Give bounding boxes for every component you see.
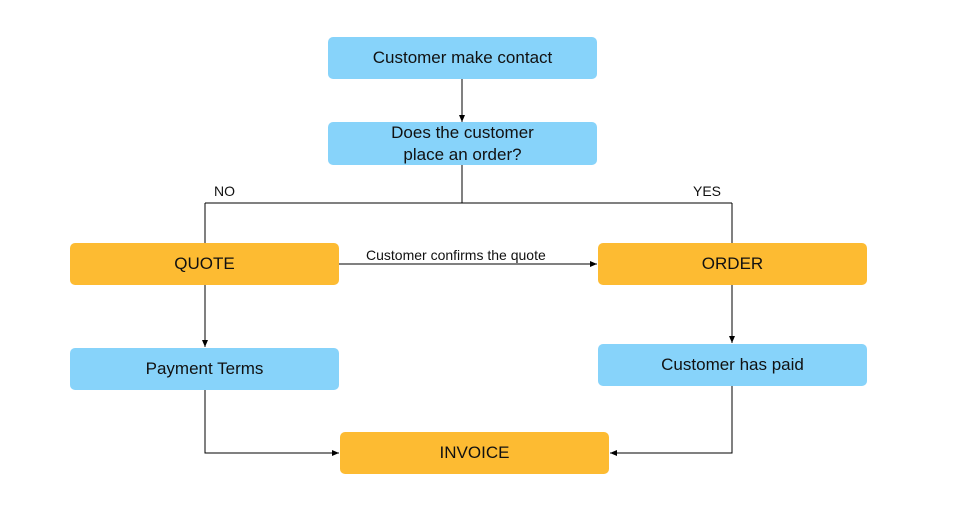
node-order-decision-label: Does the customer place an order? bbox=[391, 122, 534, 166]
node-payment-terms-label: Payment Terms bbox=[145, 359, 264, 378]
edge-label-confirm: Customer confirms the quote bbox=[366, 247, 546, 263]
edge-paid-invoice bbox=[610, 386, 733, 456]
node-order: ORDER bbox=[598, 243, 867, 285]
node-quote-label: QUOTE bbox=[174, 254, 235, 273]
edge-payment-invoice bbox=[204, 390, 339, 456]
node-payment-terms: Payment Terms bbox=[70, 348, 339, 390]
node-customer-paid-label: Customer has paid bbox=[661, 355, 804, 374]
node-order-label: ORDER bbox=[701, 254, 764, 273]
decision-line-1: Does the customer bbox=[391, 122, 534, 142]
node-quote: QUOTE bbox=[70, 243, 339, 285]
node-invoice: INVOICE bbox=[340, 432, 609, 474]
node-customer-contact: Customer make contact bbox=[328, 37, 597, 79]
node-invoice-label: INVOICE bbox=[439, 443, 510, 462]
decision-line-2: place an order? bbox=[403, 144, 522, 164]
node-customer-contact-label: Customer make contact bbox=[372, 48, 553, 67]
edge-label-yes: YES bbox=[693, 183, 722, 199]
edge-label-no: NO bbox=[214, 183, 235, 199]
node-customer-paid: Customer has paid bbox=[598, 344, 867, 386]
node-order-decision: Does the customer place an order? bbox=[328, 122, 597, 165]
